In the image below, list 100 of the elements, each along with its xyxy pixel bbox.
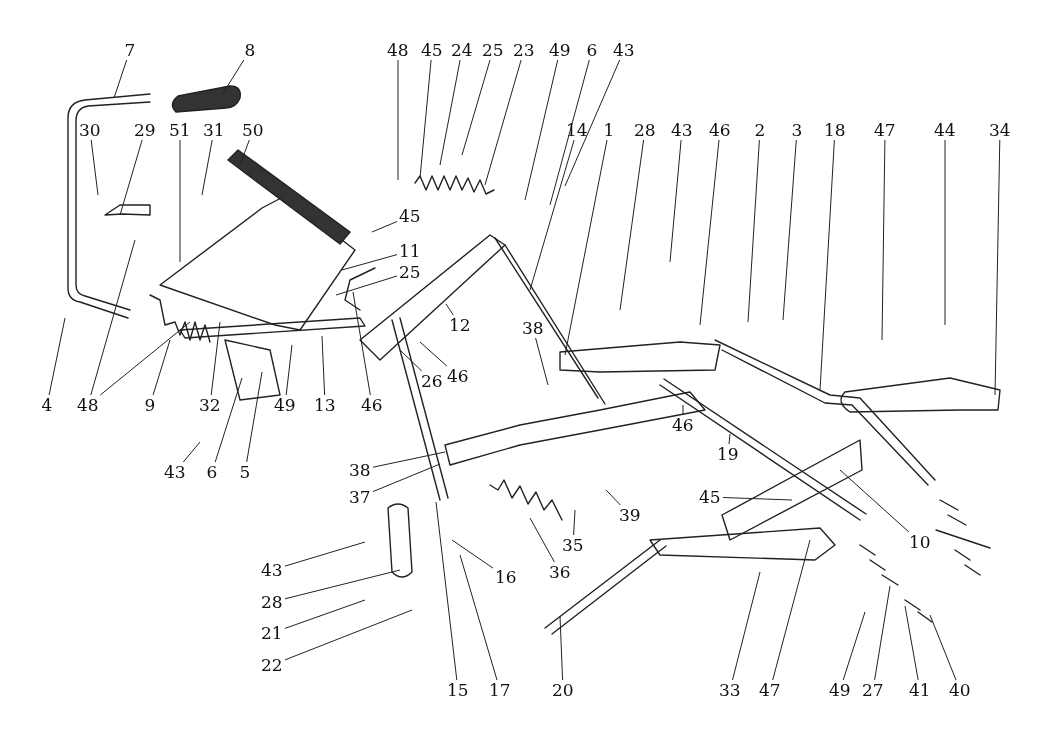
leader-line	[48, 317, 66, 396]
leader-line	[459, 554, 498, 681]
leader-line	[214, 377, 243, 463]
callout-number: 5	[238, 463, 252, 481]
leader-line	[284, 541, 366, 567]
callout-number: 26	[420, 372, 444, 390]
leader-line	[341, 254, 398, 271]
leader-line	[352, 291, 371, 396]
leader-line	[239, 139, 250, 166]
callout-number: 45	[698, 488, 722, 506]
callout-number: 15	[446, 681, 470, 699]
callout-number: 8	[243, 41, 257, 59]
callout-number: 23	[512, 41, 536, 59]
leader-line	[619, 139, 645, 311]
callout-number: 31	[202, 121, 226, 139]
callout-number: 39	[618, 506, 642, 524]
leader-line	[728, 433, 731, 445]
leader-line	[451, 539, 494, 569]
callout-number: 33	[718, 681, 742, 699]
callout-number: 46	[446, 367, 470, 385]
leader-line	[152, 339, 171, 396]
leader-line	[524, 59, 559, 201]
leader-line	[535, 337, 549, 386]
leader-line	[529, 517, 555, 563]
leader-line	[944, 139, 946, 326]
callout-number: 43	[260, 561, 284, 579]
leader-line	[994, 139, 1001, 396]
leader-line	[564, 59, 621, 187]
callout-number: 43	[612, 41, 636, 59]
leader-line	[246, 371, 263, 463]
callout-number: 51	[168, 121, 192, 139]
leader-line	[529, 139, 575, 291]
leader-line	[842, 611, 866, 681]
leader-line	[210, 321, 221, 396]
leader-line	[747, 139, 760, 323]
callout-number: 40	[948, 681, 972, 699]
callout-number: 22	[260, 656, 284, 674]
leader-line	[201, 139, 213, 196]
leader-line	[284, 599, 366, 629]
leader-line	[782, 139, 797, 321]
callout-number: 47	[758, 681, 782, 699]
callout-number: 2	[753, 121, 767, 139]
callout-number: 28	[260, 593, 284, 611]
leader-line	[439, 59, 461, 166]
callout-number: 45	[398, 207, 422, 225]
callout-number: 38	[348, 461, 372, 479]
leader-line	[484, 59, 522, 186]
callout-number: 43	[163, 463, 187, 481]
callout-number: 24	[450, 41, 474, 59]
callout-number: 48	[386, 41, 410, 59]
callout-number: 30	[78, 121, 102, 139]
leader-line	[682, 404, 684, 416]
callout-number: 9	[143, 396, 157, 414]
leader-line	[549, 59, 590, 206]
leader-line	[399, 349, 423, 372]
callout-number: 46	[708, 121, 732, 139]
leader-line	[819, 139, 835, 391]
callout-number: 49	[828, 681, 852, 699]
callout-number: 16	[494, 568, 518, 586]
leader-line	[285, 344, 293, 396]
leader-line	[929, 614, 957, 681]
callout-number: 48	[76, 396, 100, 414]
leader-line	[284, 569, 401, 600]
leader-line	[419, 341, 448, 367]
leader-line	[372, 451, 446, 468]
callout-number: 28	[633, 121, 657, 139]
callout-number: 44	[933, 121, 957, 139]
callout-number: 35	[561, 536, 585, 554]
leader-line	[904, 605, 919, 681]
callout-number: 25	[481, 41, 505, 59]
callout-number: 25	[398, 263, 422, 281]
callout-number: 38	[521, 319, 545, 337]
callout-number: 7	[123, 41, 137, 59]
callout-number: 17	[488, 681, 512, 699]
leader-line	[221, 59, 245, 96]
callout-number: 45	[420, 41, 444, 59]
callout-number: 12	[448, 316, 472, 334]
callout-number: 18	[823, 121, 847, 139]
callout-number: 29	[133, 121, 157, 139]
callout-number: 41	[908, 681, 932, 699]
leader-line	[461, 59, 491, 156]
callout-number: 6	[585, 41, 599, 59]
leader-line	[119, 139, 143, 216]
leader-line	[179, 139, 181, 263]
leader-line	[874, 585, 891, 681]
leader-line	[419, 59, 432, 179]
callout-number: 3	[790, 121, 804, 139]
callout-number: 37	[348, 488, 372, 506]
callout-number: 46	[671, 416, 695, 434]
callout-number: 1	[602, 121, 616, 139]
leader-line	[182, 441, 201, 463]
leader-line	[881, 139, 886, 341]
leader-line	[372, 463, 441, 493]
leader-line	[335, 275, 398, 296]
leader-line	[732, 571, 761, 681]
leader-line	[90, 139, 99, 196]
leader-line	[722, 497, 793, 501]
callout-number: 50	[241, 121, 265, 139]
callout-number: 49	[548, 41, 572, 59]
leader-line	[99, 321, 191, 396]
